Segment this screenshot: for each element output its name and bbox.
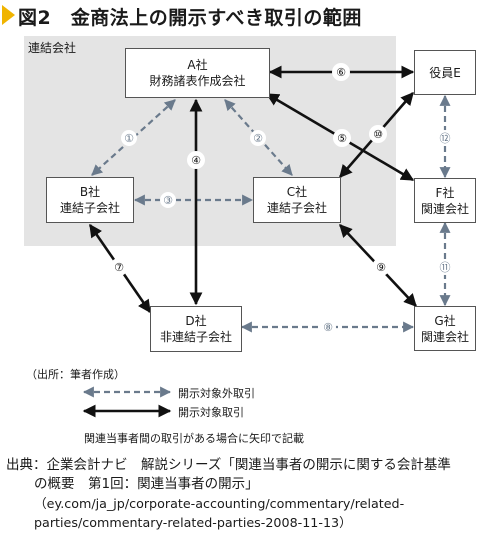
node-d-role: 非連結子会社 [159,330,232,344]
svg-text:⑥: ⑥ [336,66,346,79]
edge-label-10: ⑩ [369,125,387,143]
edge-label-11: ⑪ [437,259,453,275]
node-d-unconsolidated-subsidiary: D社 非連結子会社 [150,306,242,352]
citation-line-4: parties/commentary-related-parties-2008-… [34,515,352,530]
legend-note: 関連当事者間の取引がある場合に矢印で記載 [84,432,304,445]
svg-text:⑪: ⑪ [440,261,451,274]
citation-line-3: （ey.com/ja_jp/corporate-accounting/comme… [34,496,405,511]
node-c-consolidated-subsidiary: C社 連結子会社 [253,177,341,223]
legend-dashed-label: 開示対象外取引 [178,387,255,400]
triangle-marker-icon [2,5,15,25]
source-note: （出所：筆者作成） [26,368,125,381]
node-f-name: F社 [435,185,455,200]
legend-solid-label: 開示対象取引 [178,406,244,419]
node-a-name: A社 [187,58,208,72]
figure-title-bar: 図2 金商法上の開示すべき取引の範囲 [0,0,500,30]
svg-text:⑧: ⑧ [323,321,333,334]
svg-text:⑨: ⑨ [376,261,386,274]
edge-label-12: ⑫ [437,130,453,146]
citation-line-1: 出典：企業会計ナビ 解説シリーズ「関連当事者の開示に関する会計基準 [6,457,451,473]
svg-text:④: ④ [191,154,201,167]
edge-label-8: ⑧ [320,319,336,335]
svg-text:⑦: ⑦ [114,261,124,274]
edge-label-6: ⑥ [332,63,350,81]
node-b-consolidated-subsidiary: B社 連結子会社 [46,177,134,223]
node-a-role: 財務諸表作成会社 [149,74,246,88]
svg-text:⑫: ⑫ [440,132,451,145]
edge-label-3: ③ [160,192,176,208]
svg-text:②: ② [253,132,263,145]
citation-line-2: の概要 第1回：関連当事者の開示」 [34,476,259,492]
node-b-name: B社 [79,185,101,199]
node-e-name: 役員E [429,65,461,80]
node-e-officer: 役員E [414,50,476,95]
edge-label-9: ⑨ [372,258,390,276]
svg-text:③: ③ [163,194,173,207]
edge-label-5: ⑤ [333,129,351,147]
node-c-role: 連結子会社 [266,201,327,215]
node-b-role: 連結子会社 [59,201,120,215]
edge-label-2: ② [250,130,266,146]
edge-label-4: ④ [187,151,205,169]
consolidated-group-label: 連結会社 [28,41,77,55]
node-a-financial-statement-company: A社 財務諸表作成会社 [125,48,270,98]
figure-title: 図2 金商法上の開示すべき取引の範囲 [18,7,362,29]
svg-text:⑩: ⑩ [373,128,383,141]
node-g-affiliate: G社 関連会社 [414,306,476,351]
edge-label-1: ① [121,130,137,146]
node-f-affiliate: F社 関連会社 [414,178,476,223]
svg-text:①: ① [124,132,134,145]
node-g-name: G社 [434,313,456,328]
node-f-role: 関連会社 [420,201,469,216]
node-c-name: C社 [286,185,308,199]
node-d-name: D社 [185,314,207,328]
edge-label-7: ⑦ [110,258,128,276]
node-g-role: 関連会社 [420,329,469,344]
svg-text:⑤: ⑤ [337,132,347,145]
